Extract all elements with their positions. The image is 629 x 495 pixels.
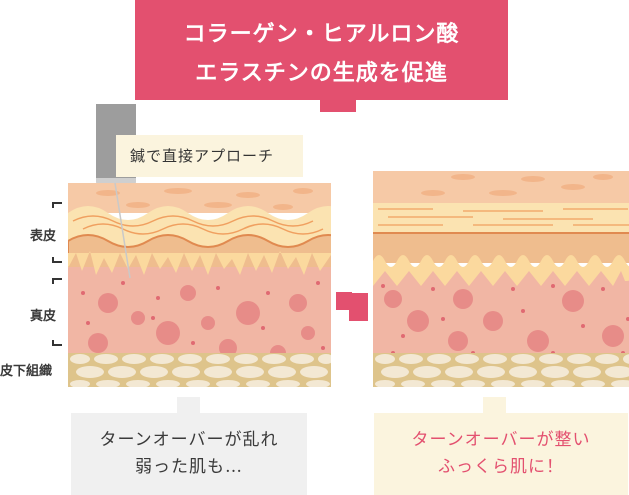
label-epidermis: 表皮	[30, 229, 57, 244]
label-subcutaneous: 皮下組織	[0, 364, 53, 379]
needle-label-text: 鍼で直接アプローチ	[130, 147, 275, 165]
arrow-right-icon	[336, 292, 352, 310]
label-dermis: 真皮	[30, 309, 57, 324]
caption-before-line-2: 弱った肌も…	[135, 457, 243, 477]
caption-after-line-1: ターンオーバーが整い	[411, 430, 591, 450]
headline-line-1: コラーゲン・ヒアルロン酸	[183, 21, 460, 47]
banner-pointer	[320, 100, 356, 112]
caption-after: ターンオーバーが整い ふっくら肌に！	[374, 397, 628, 495]
caption-before-pointer	[177, 397, 200, 413]
caption-after-pointer	[483, 397, 506, 413]
headline-banner: コラーゲン・ヒアルロン酸 エラスチンの生成を促進	[135, 0, 508, 112]
arrow-right-icon-part	[349, 293, 368, 321]
bracket-dermis-bottom	[52, 340, 62, 346]
bracket-epidermis-bottom	[52, 257, 62, 263]
caption-before: ターンオーバーが乱れ 弱った肌も…	[71, 397, 307, 495]
headline-line-2: エラスチンの生成を促進	[195, 60, 448, 86]
needle-label: 鍼で直接アプローチ	[116, 135, 303, 177]
bracket-dermis-top	[52, 278, 62, 284]
caption-before-line-1: ターンオーバーが乱れ	[99, 430, 279, 450]
skin-diagram-before	[68, 183, 331, 387]
skin-diagram-after	[373, 171, 629, 387]
bracket-epidermis-top	[52, 202, 62, 208]
caption-after-line-2: ふっくら肌に！	[438, 457, 564, 477]
